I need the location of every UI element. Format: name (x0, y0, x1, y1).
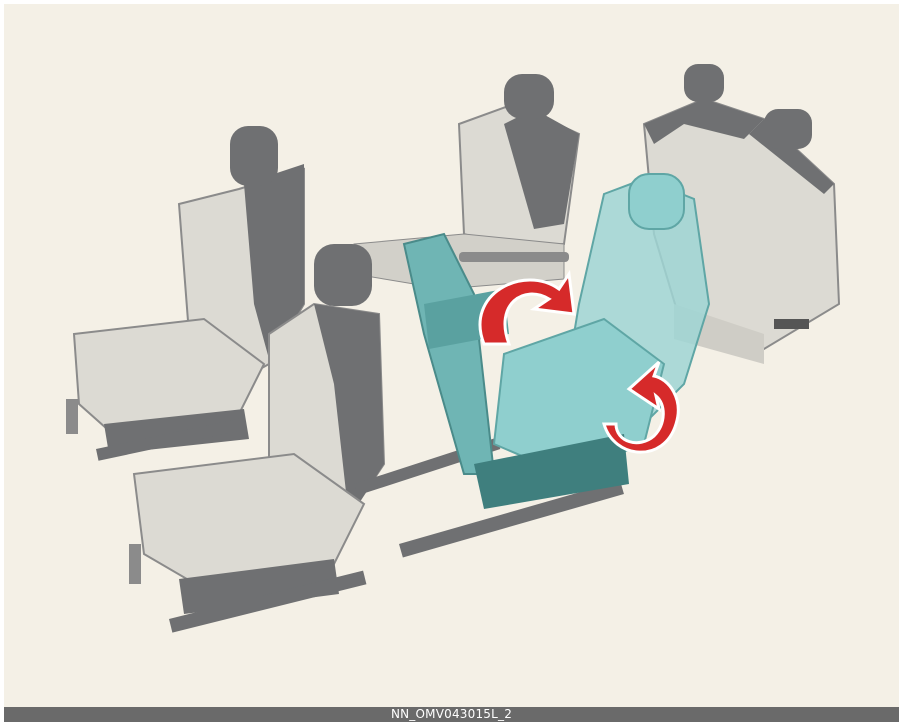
second-row-left-seat (354, 74, 579, 289)
illustration-panel (4, 4, 899, 707)
figure-caption-code: NN_OMV043015L_2 (4, 707, 899, 722)
seat-layout-swivel-illustration (4, 4, 899, 707)
